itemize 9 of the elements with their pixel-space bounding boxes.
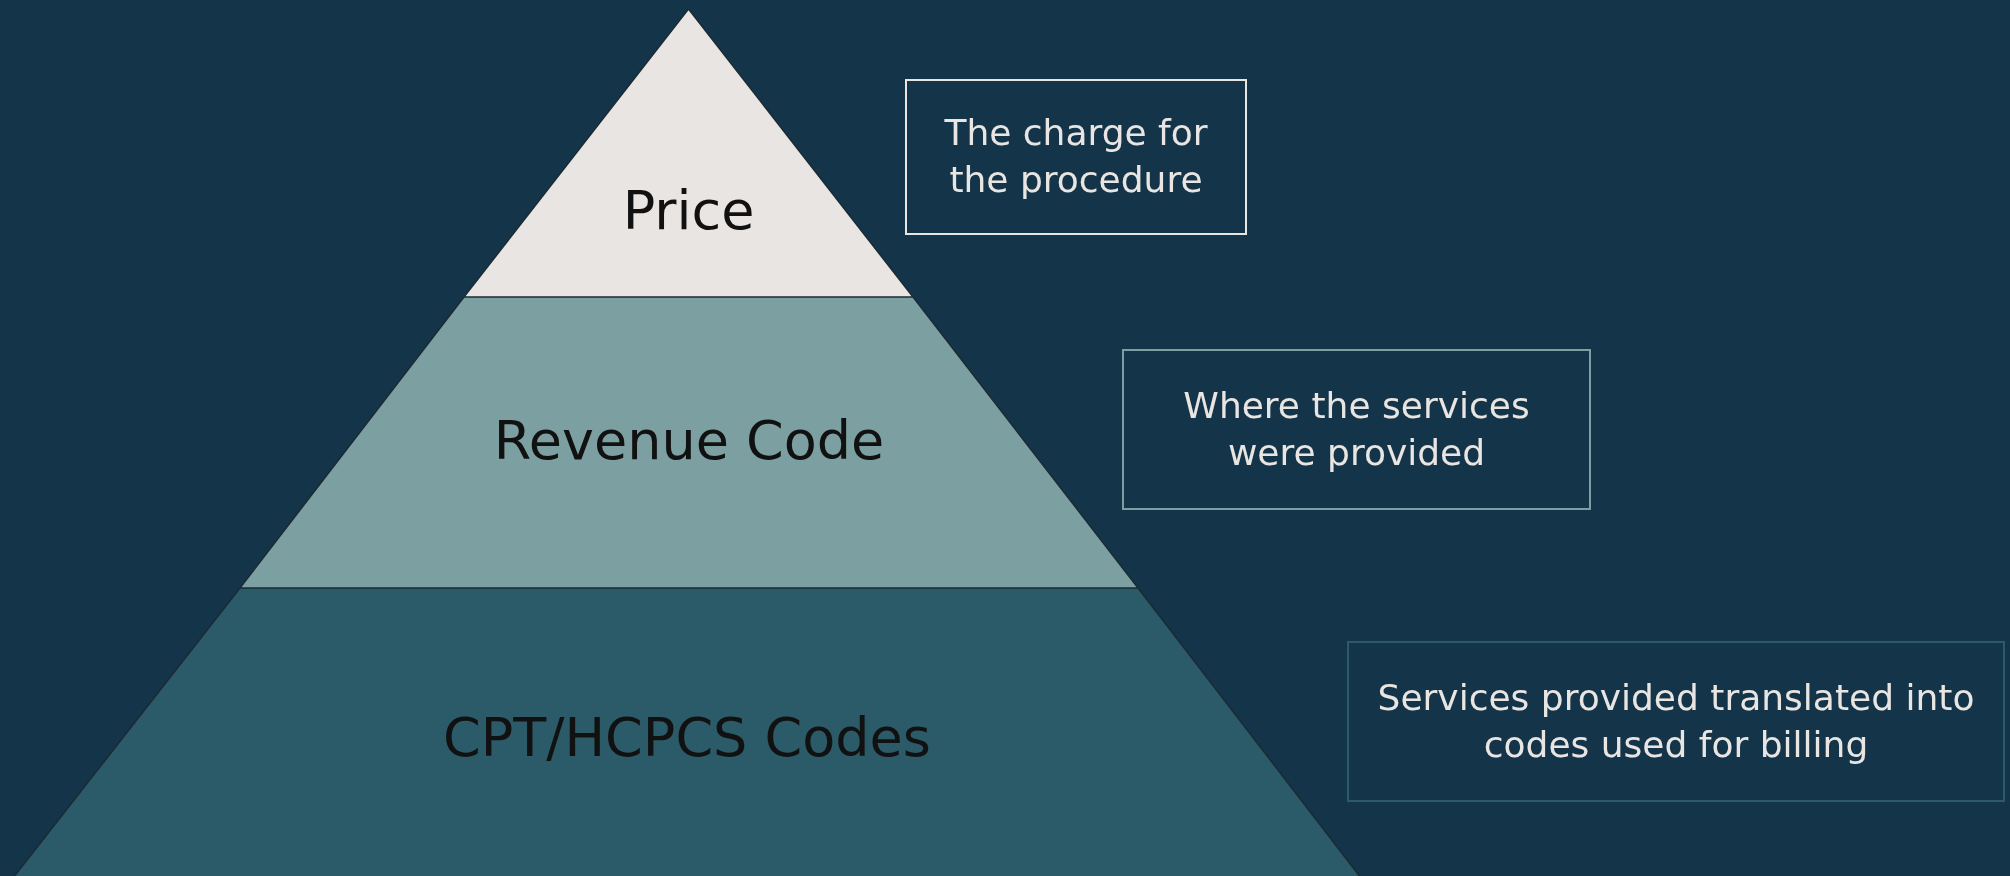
description-box <box>1122 349 1591 510</box>
description-box <box>1347 641 2005 802</box>
description-text: Services provided translated into codes used for billing <box>1376 675 1976 767</box>
tier-label: Revenue Code <box>493 409 885 472</box>
tier-label: Price <box>622 179 755 242</box>
description-text: The charge for the procedure <box>943 111 1209 202</box>
description-box <box>905 79 1247 235</box>
tier-label: CPT/HCPCS Codes <box>443 706 931 769</box>
description-text: Where the services were provided <box>1182 383 1531 475</box>
